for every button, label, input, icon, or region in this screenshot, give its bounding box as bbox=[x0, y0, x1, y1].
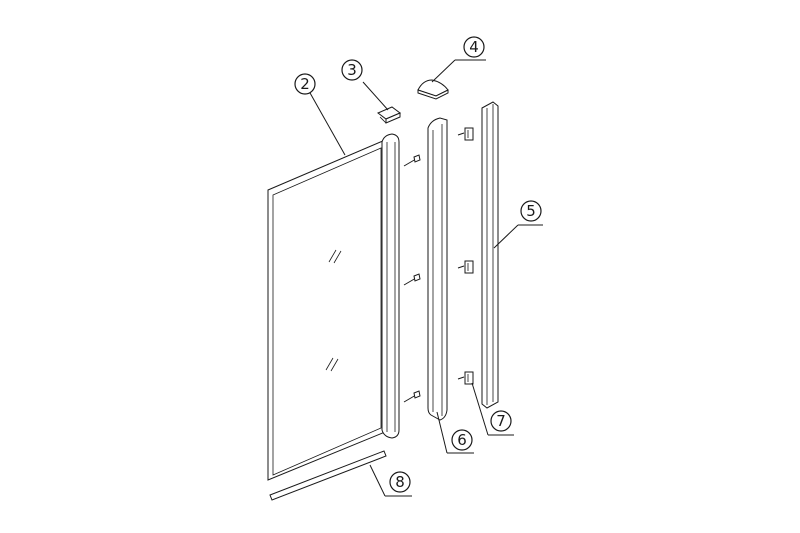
small-bracket-part bbox=[377, 106, 401, 124]
callout-3-label: 3 bbox=[347, 61, 357, 79]
end-cap-part bbox=[417, 79, 449, 100]
u-channel-profile bbox=[427, 117, 448, 421]
wall-profile bbox=[481, 101, 499, 409]
callout-6-label: 6 bbox=[457, 431, 467, 449]
screw-set-left bbox=[403, 154, 421, 403]
callout-7-label: 7 bbox=[496, 412, 506, 430]
callout-3: 3 bbox=[341, 59, 363, 81]
callout-8-label: 8 bbox=[395, 473, 405, 491]
panel-edge-profile bbox=[381, 133, 400, 439]
callout-2-label: 2 bbox=[300, 75, 310, 93]
callout-4-label: 4 bbox=[469, 38, 479, 56]
callout-6: 6 bbox=[451, 429, 473, 451]
callout-4: 4 bbox=[463, 36, 485, 58]
callout-2: 2 bbox=[294, 73, 316, 95]
callout-5-label: 5 bbox=[526, 202, 536, 220]
leader-lines bbox=[304, 59, 543, 497]
glass-panel bbox=[267, 139, 386, 481]
callout-8: 8 bbox=[389, 471, 411, 493]
callout-5: 5 bbox=[520, 200, 542, 222]
callout-7: 7 bbox=[490, 410, 512, 432]
clip-parts bbox=[457, 127, 474, 385]
bottom-seal bbox=[269, 450, 387, 501]
